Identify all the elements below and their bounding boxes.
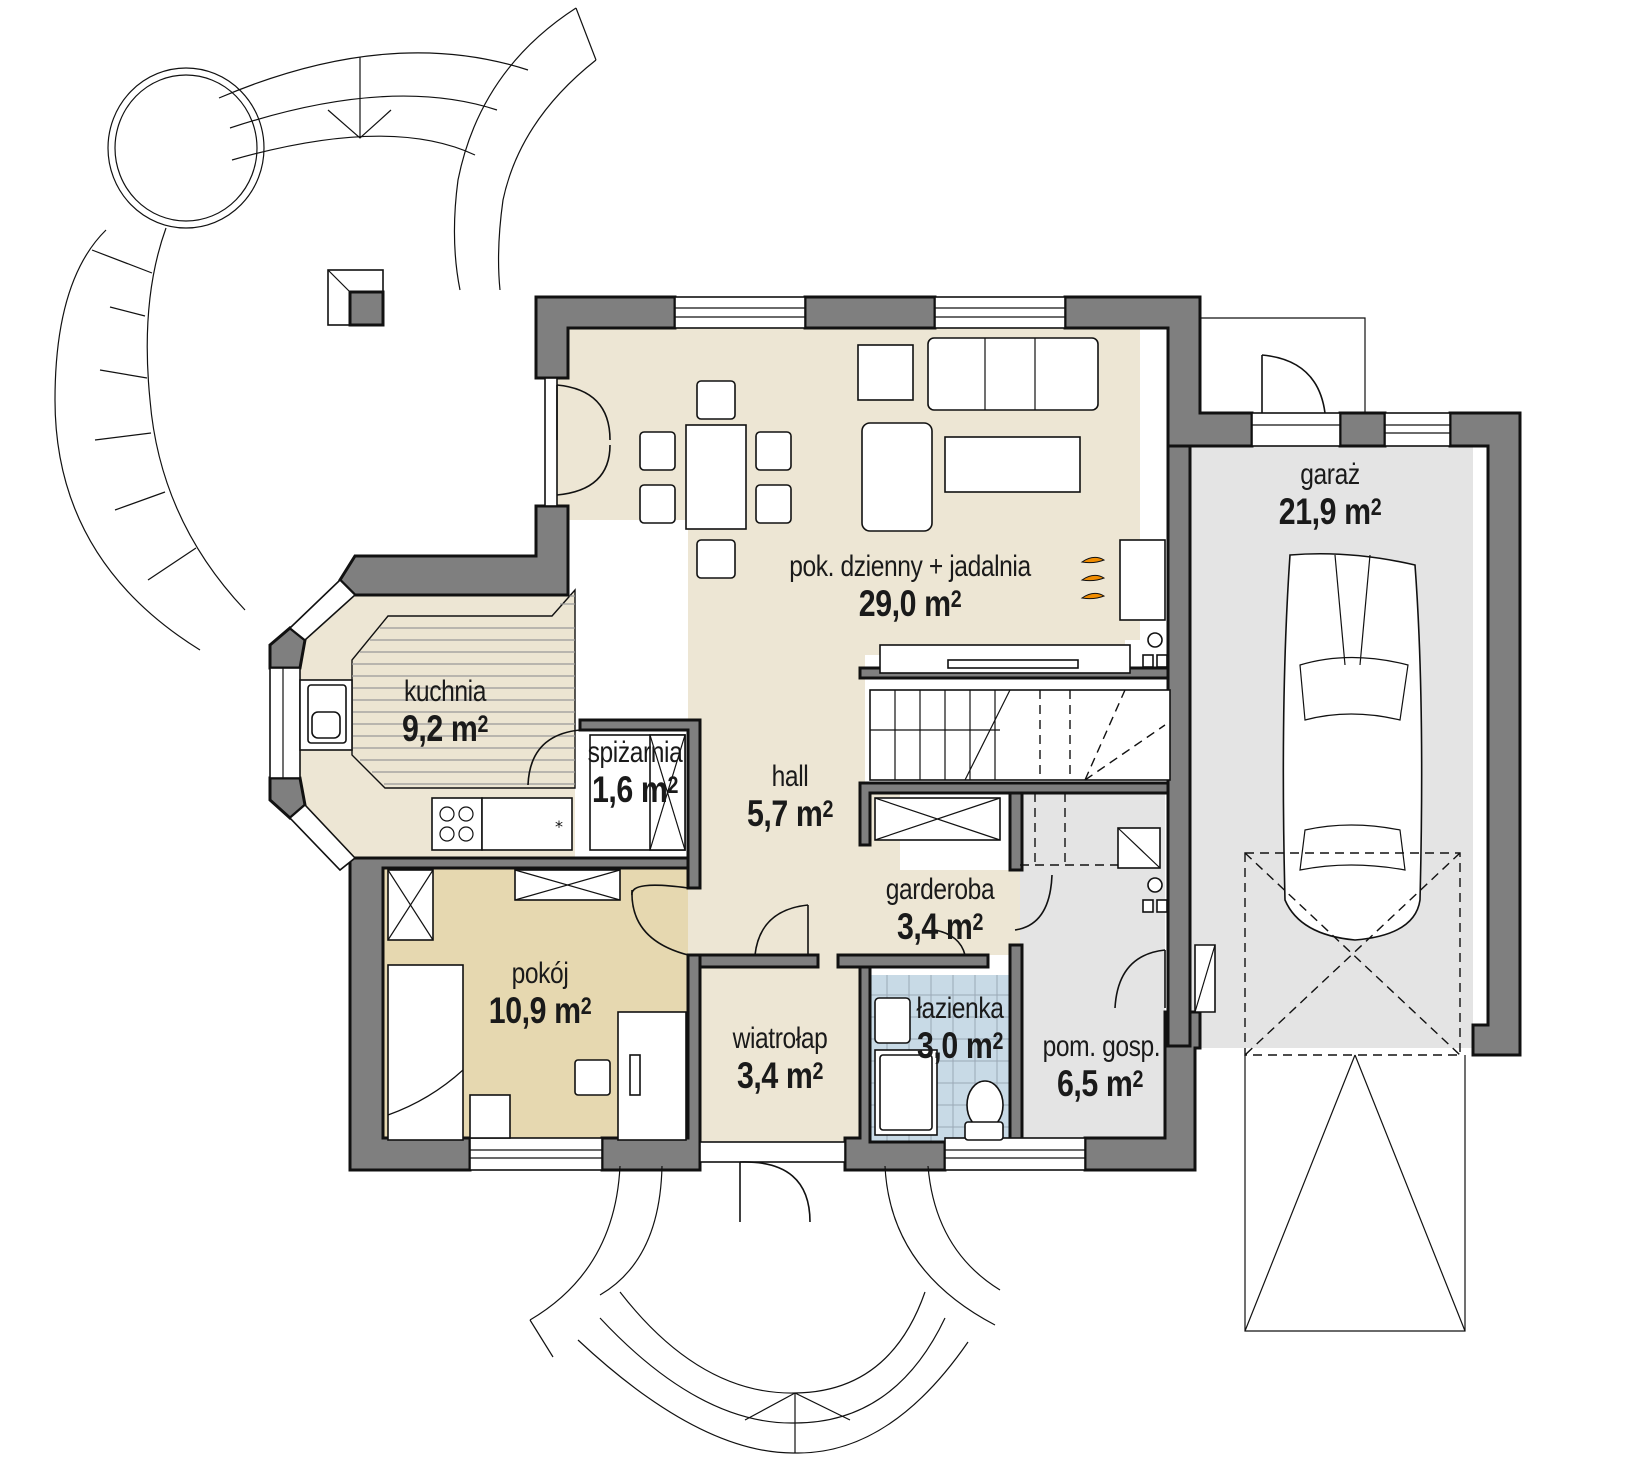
room-label-bathroom: łazienka 3,0 m2 xyxy=(911,992,1009,1066)
kitchen-stripes xyxy=(351,588,576,789)
room-area: 9,2 m2 xyxy=(401,708,489,749)
front-steps xyxy=(529,1165,1001,1454)
room-area: 29,0 m2 xyxy=(858,583,962,624)
room-name: spiżarnia xyxy=(587,736,683,769)
room-label-pantry: spiżarnia 1,6 m2 xyxy=(586,736,684,810)
room-area: 3,0 m2 xyxy=(916,1025,1004,1066)
car xyxy=(1282,552,1423,941)
room-area: 3,4 m2 xyxy=(896,906,984,947)
room-name: wiatrołap xyxy=(732,1022,828,1055)
room-name: pokój xyxy=(511,957,569,990)
terrace-outline xyxy=(54,7,597,651)
windows xyxy=(269,296,1451,1171)
room-label-hall: hall 5,7 m2 xyxy=(741,760,839,834)
room-name: hall xyxy=(771,760,809,793)
svg-text:*: * xyxy=(555,817,563,836)
room-name: pom. gosp. xyxy=(1042,1030,1161,1063)
doors xyxy=(527,317,1366,1223)
room-label-utility: pom. gosp. 6,5 m2 xyxy=(1042,1030,1161,1104)
room-label-living: pok. dzienny + jadalnia 29,0 m2 xyxy=(787,550,1033,624)
room-name: kuchnia xyxy=(404,675,486,708)
room-area: 21,9 m2 xyxy=(1278,491,1382,532)
room-area: 6,5 m2 xyxy=(1056,1063,1144,1104)
room-area: 3,4 m2 xyxy=(736,1055,824,1096)
room-name: łazienka xyxy=(916,992,1004,1025)
room-area: 10,9 m2 xyxy=(488,990,592,1031)
room-area: 5,7 m2 xyxy=(746,793,834,834)
room-label-wardrobe: garderoba 3,4 m2 xyxy=(883,873,998,947)
room-name: pok. dzienny + jadalnia xyxy=(789,550,1031,583)
room-label-room: pokój 10,9 m2 xyxy=(479,957,602,1031)
room-label-vestibule: wiatrołap 3,4 m2 xyxy=(727,1022,834,1096)
room-label-kitchen: kuchnia 9,2 m2 xyxy=(392,675,499,749)
furniture: * xyxy=(299,337,1466,1332)
room-area: 1,6 m2 xyxy=(591,769,679,810)
room-name: garaż xyxy=(1300,458,1360,491)
room-name: garderoba xyxy=(885,873,995,906)
room-label-garage: garaż 21,9 m2 xyxy=(1264,458,1395,532)
